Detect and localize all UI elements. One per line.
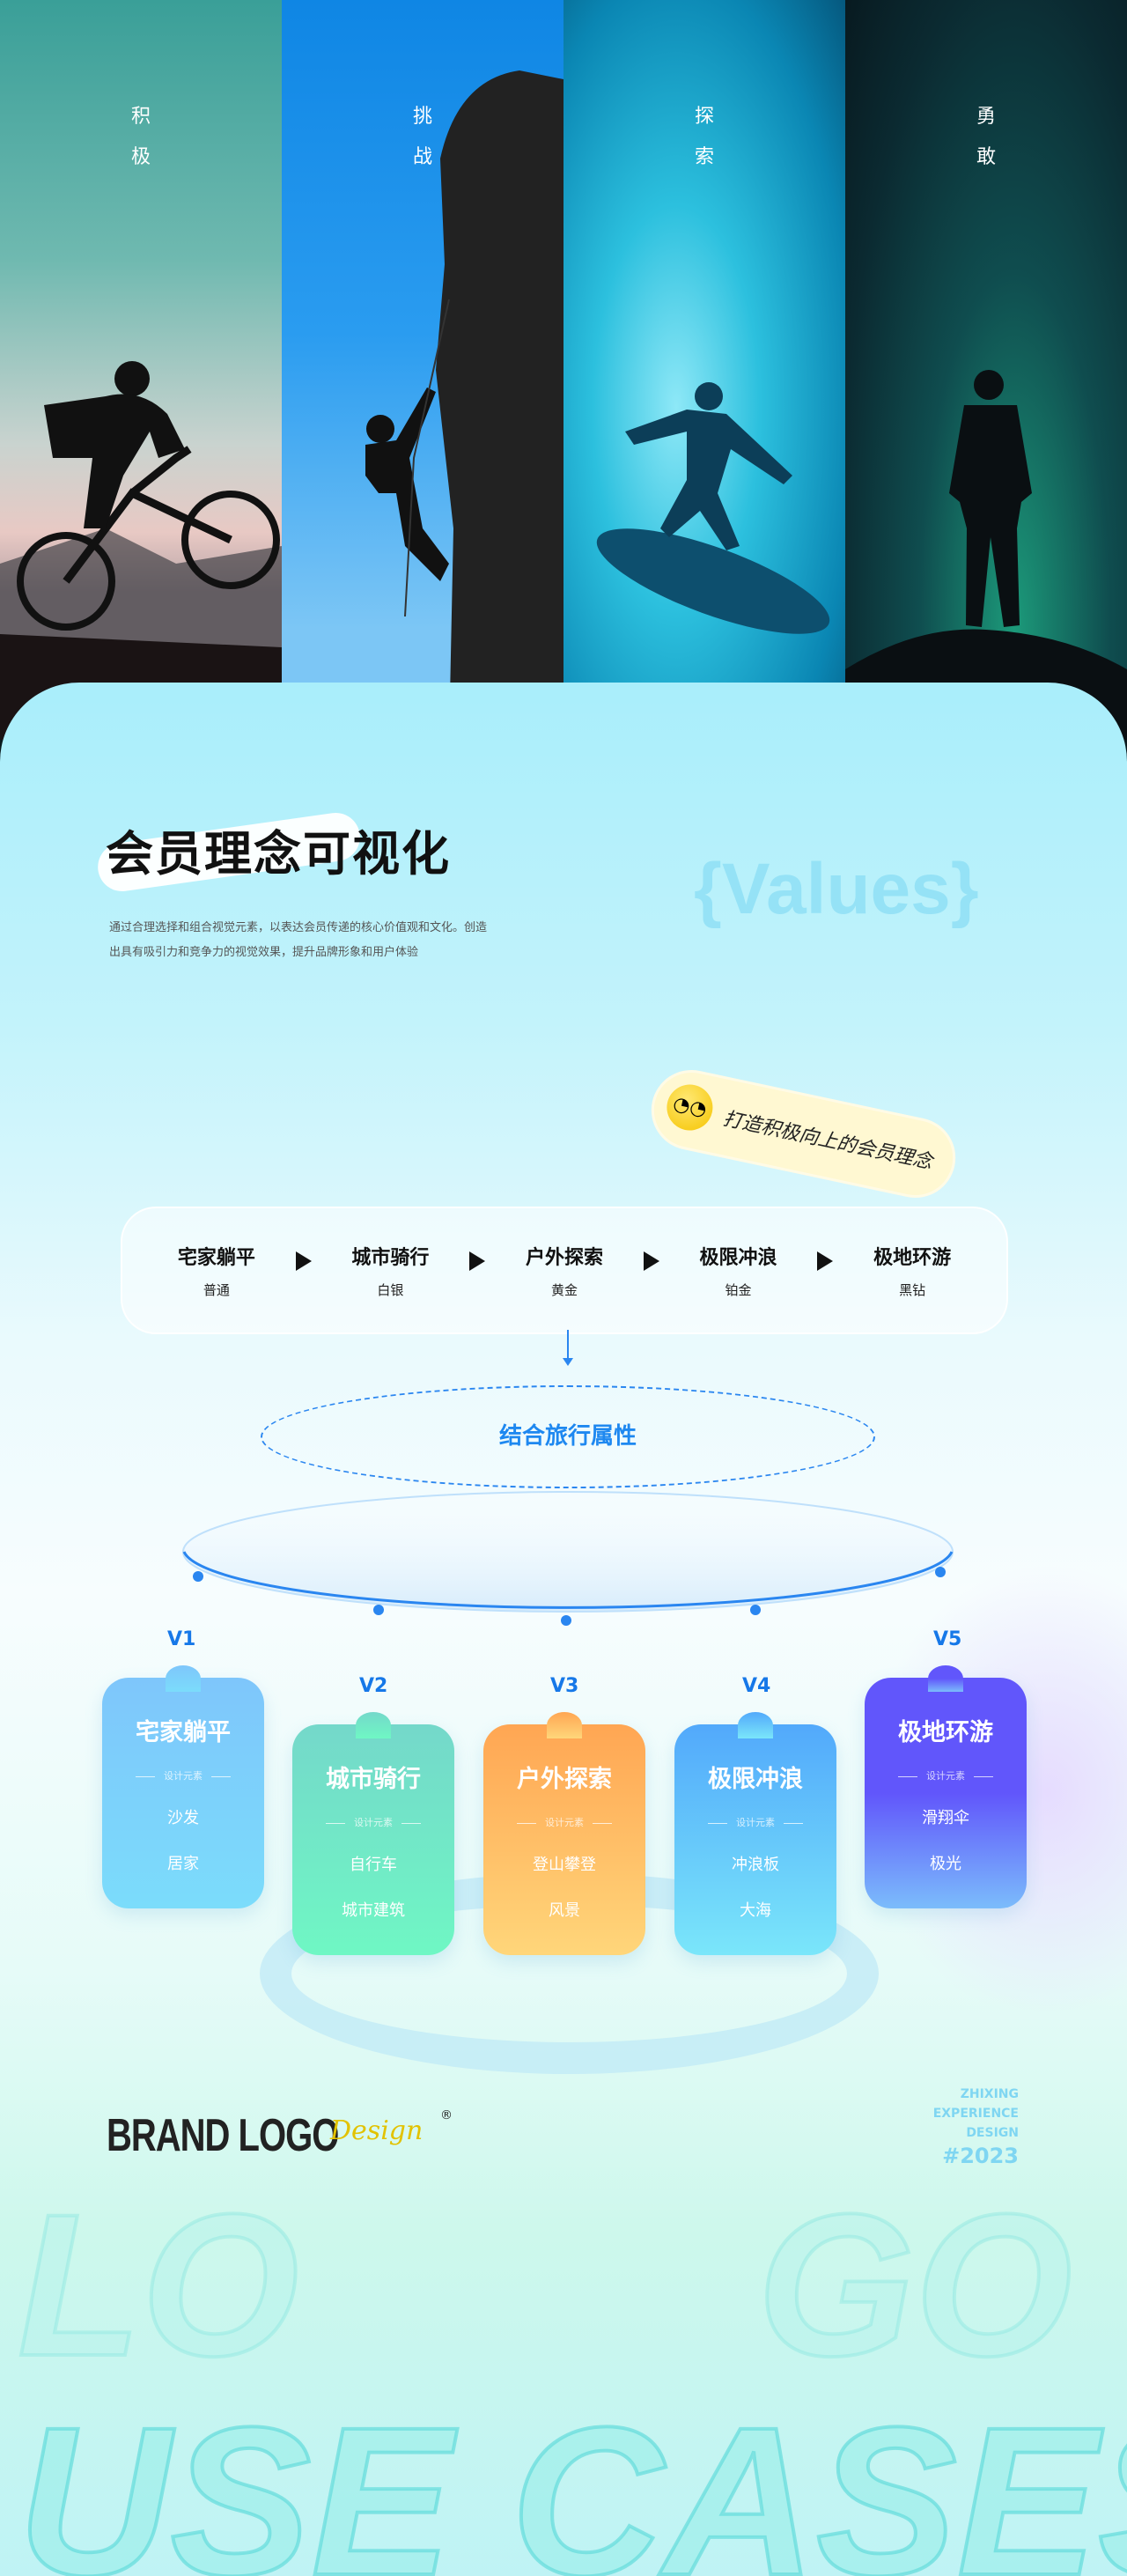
card-tag: 设计元素 bbox=[865, 1768, 1027, 1783]
step-name: 城市骑行 bbox=[351, 1247, 430, 1269]
card-item: 登山攀登 bbox=[533, 1856, 596, 1874]
background-text-use-cases: USE CASES bbox=[16, 2383, 1127, 2576]
step-name: 宅家躺平 bbox=[177, 1247, 255, 1269]
card-item: 沙发 bbox=[167, 1809, 199, 1827]
step-tier: 黑钻 bbox=[899, 1282, 926, 1298]
connector-dot bbox=[193, 1571, 203, 1582]
version-label: V3 bbox=[550, 1675, 579, 1697]
step-name: 极限冲浪 bbox=[699, 1247, 777, 1269]
card-item: 极光 bbox=[930, 1855, 961, 1873]
triangle-right-icon bbox=[295, 1251, 312, 1271]
description: 通过合理选择和组合视觉元素，以表达会员传递的核心价值观和文化。创造出具有吸引力和… bbox=[109, 921, 488, 959]
card-item: 冲浪板 bbox=[732, 1856, 779, 1874]
combine-ellipse: 结合旅行属性 bbox=[261, 1385, 875, 1488]
card-tag: 设计元素 bbox=[483, 1815, 645, 1829]
brand-logo-script: Design bbox=[330, 2115, 424, 2146]
step-tier: 黄金 bbox=[550, 1282, 578, 1298]
connector-dot bbox=[750, 1605, 761, 1615]
connector-dot bbox=[373, 1605, 384, 1615]
triangle-right-icon bbox=[643, 1251, 659, 1271]
card-v2[interactable]: 城市骑行 设计元素 自行车 城市建筑 bbox=[292, 1712, 454, 1955]
panel-label: 探索 bbox=[694, 106, 714, 168]
background-text-go: GO bbox=[755, 2172, 1074, 2398]
panel-label: 积极 bbox=[130, 106, 151, 168]
triangle-right-icon bbox=[817, 1251, 834, 1271]
version-label: V4 bbox=[742, 1675, 771, 1697]
card-title: 极地环游 bbox=[898, 1719, 993, 1746]
panel-label: 挑战 bbox=[412, 106, 432, 168]
slogan-badge: ◔◔ 打造积极向上的会员理念 bbox=[646, 1066, 961, 1202]
card-item: 大海 bbox=[740, 1901, 771, 1920]
year-label: #2023 bbox=[942, 2144, 1019, 2168]
card-v3[interactable]: 户外探索 设计元素 登山攀登 风景 bbox=[483, 1712, 645, 1955]
slogan-text: 打造积极向上的会员理念 bbox=[721, 1107, 934, 1174]
hero-panel-explore: 探索 bbox=[564, 0, 845, 740]
version-label: V1 bbox=[167, 1628, 196, 1650]
studio-line: ZHIXING bbox=[960, 2087, 1019, 2101]
values-watermark: {Values} bbox=[694, 849, 979, 929]
arrow-down-icon bbox=[563, 1330, 573, 1366]
hero-panel-brave: 勇敢 bbox=[845, 0, 1127, 740]
triangle-right-icon bbox=[469, 1251, 486, 1271]
card-title: 户外探索 bbox=[517, 1766, 612, 1793]
surfer-silhouette-icon bbox=[596, 382, 830, 634]
card-item: 居家 bbox=[167, 1855, 199, 1873]
card-title: 城市骑行 bbox=[326, 1766, 421, 1793]
values-section: 会员理念可视化 {Values} 通过合理选择和组合视觉元素，以表达会员传递的核… bbox=[0, 683, 1127, 2576]
hero-panel-positive: 积极 bbox=[0, 0, 282, 740]
thinking-emoji-icon: ◔◔ bbox=[662, 1080, 718, 1135]
flow-step: 极限冲浪铂金 bbox=[700, 1242, 777, 1299]
page-title: 会员理念可视化 bbox=[106, 826, 451, 882]
platform-ellipse bbox=[182, 1491, 954, 1613]
hero-panel-challenge: 挑战 bbox=[282, 0, 564, 740]
registered-mark: ® bbox=[440, 2108, 453, 2122]
panel-label: 勇敢 bbox=[976, 106, 996, 168]
version-label: V2 bbox=[359, 1675, 388, 1697]
climber-silhouette-icon bbox=[365, 70, 564, 740]
membership-flow: 宅家躺平普通 城市骑行白银 户外探索黄金 极限冲浪铂金 极地环游黑钻 bbox=[121, 1207, 1008, 1334]
card-v5[interactable]: 极地环游 设计元素 滑翔伞 极光 bbox=[865, 1665, 1027, 1908]
card-title: 宅家躺平 bbox=[136, 1719, 231, 1746]
card-title: 极限冲浪 bbox=[708, 1766, 803, 1793]
step-tier: 普通 bbox=[203, 1282, 230, 1298]
version-label: V5 bbox=[933, 1628, 962, 1650]
card-tag: 设计元素 bbox=[292, 1815, 454, 1829]
card-v1[interactable]: 宅家躺平 设计元素 沙发 居家 bbox=[102, 1665, 264, 1908]
card-tag: 设计元素 bbox=[674, 1815, 836, 1829]
connector-dot bbox=[935, 1567, 946, 1577]
studio-credit: ZHIXING EXPERIENCE DESIGN #2023 bbox=[933, 2085, 1019, 2169]
step-tier: 白银 bbox=[377, 1282, 404, 1298]
card-item: 风景 bbox=[549, 1901, 580, 1920]
step-name: 户外探索 bbox=[525, 1247, 603, 1269]
flow-step: 宅家躺平普通 bbox=[178, 1242, 255, 1299]
card-item: 滑翔伞 bbox=[922, 1809, 969, 1827]
studio-line: DESIGN bbox=[966, 2126, 1019, 2140]
studio-line: EXPERIENCE bbox=[932, 2107, 1019, 2121]
step-name: 极地环游 bbox=[873, 1247, 952, 1269]
flow-step: 城市骑行白银 bbox=[351, 1242, 429, 1299]
card-tag: 设计元素 bbox=[102, 1768, 264, 1783]
step-tier: 铂金 bbox=[725, 1282, 752, 1298]
card-item: 城市建筑 bbox=[342, 1901, 405, 1920]
card-v4[interactable]: 极限冲浪 设计元素 冲浪板 大海 bbox=[674, 1712, 836, 1955]
flow-step: 户外探索黄金 bbox=[526, 1242, 603, 1299]
background-text-lo: LO bbox=[16, 2172, 300, 2398]
card-item: 自行车 bbox=[350, 1856, 397, 1874]
brand-logo: BRAND LOGO bbox=[107, 2110, 339, 2161]
flow-step: 极地环游黑钻 bbox=[873, 1242, 951, 1299]
connector-dot bbox=[561, 1615, 571, 1626]
